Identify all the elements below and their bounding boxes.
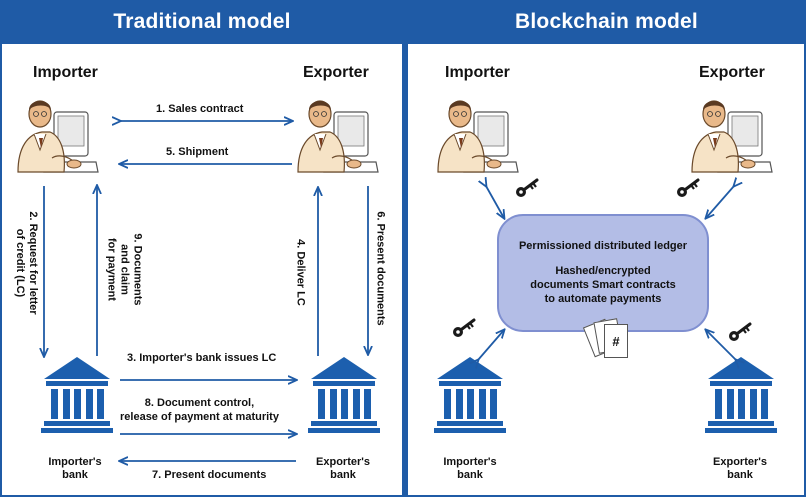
arrow-importer-ledger xyxy=(486,186,504,218)
bc-importers-bank-label: Importer's bank xyxy=(443,456,497,481)
step-3-label: 3. Importer's bank issues LC xyxy=(127,352,277,364)
bc-exporter-figure xyxy=(691,100,773,173)
key-icon xyxy=(514,178,539,199)
ledger-description: Hashed/encrypted documents Smart contrac… xyxy=(530,265,676,305)
step-4-label: 4. Deliver LC xyxy=(294,239,307,306)
arrow-exporter-ledger xyxy=(706,186,734,218)
blockchain-header: Blockchain model xyxy=(407,0,806,44)
traditional-header: Traditional model xyxy=(0,0,404,44)
bc-exporters-bank-icon xyxy=(705,357,777,433)
step-9-label: 9. Documents and claim for payment xyxy=(105,233,144,306)
importer-title: Importer xyxy=(33,64,98,81)
bc-exporter-title: Exporter xyxy=(699,64,765,81)
exporters-bank-icon xyxy=(308,357,380,433)
bc-importers-bank-icon xyxy=(434,357,506,433)
importers-bank-icon xyxy=(41,357,113,433)
blockchain-title: Blockchain model xyxy=(515,10,698,33)
key-icon xyxy=(727,322,752,343)
ledger-title: Permissioned distributed ledger xyxy=(518,240,688,252)
key-icon xyxy=(675,178,700,199)
step-1-label: 1. Sales contract xyxy=(156,103,244,115)
panel-divider xyxy=(404,0,407,497)
document-stack-icon: # xyxy=(582,318,628,366)
importer-figure xyxy=(17,100,99,173)
step-8-label: 8. Document control, release of payment … xyxy=(120,397,279,423)
bc-importer-title: Importer xyxy=(445,64,510,81)
exporter-figure xyxy=(297,100,379,173)
exporters-bank-label: Exporter's bank xyxy=(316,456,370,481)
traditional-title: Traditional model xyxy=(113,10,291,33)
arrow-exporters-bank-ledger xyxy=(706,330,736,360)
arrow-importers-bank-ledger xyxy=(478,330,504,360)
step-6-label: 6. Present documents xyxy=(374,211,387,326)
bc-exporters-bank-label: Exporter's bank xyxy=(713,456,767,481)
step-7-label: 7. Present documents xyxy=(152,469,267,481)
exporter-title: Exporter xyxy=(303,64,369,81)
bc-importer-figure xyxy=(437,100,519,173)
distributed-ledger: Permissioned distributed ledger Hashed/e… xyxy=(497,214,709,332)
hash-symbol: # xyxy=(604,324,628,358)
step-2-label: 2. Request for letter of credit (LC) xyxy=(14,211,39,315)
step-5-label: 5. Shipment xyxy=(166,146,229,158)
key-icon xyxy=(451,318,476,339)
importers-bank-label: Importer's bank xyxy=(48,456,102,481)
